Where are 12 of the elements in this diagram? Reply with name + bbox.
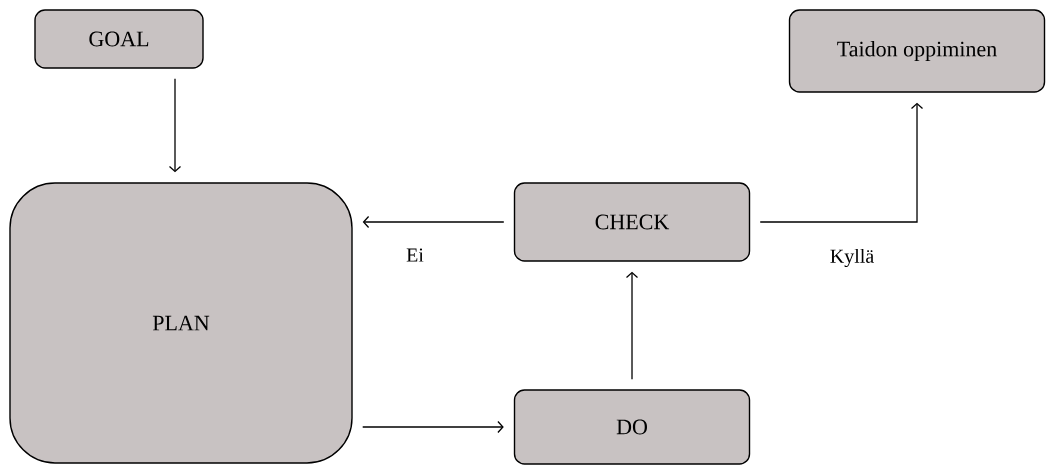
- process-box: GOAL: [34, 9, 204, 69]
- arrow: [362, 215, 505, 229]
- process-box: PLAN: [9, 182, 353, 464]
- arrow: [168, 78, 182, 173]
- process-box: DO: [513, 389, 751, 465]
- arrow: [759, 102, 924, 223]
- arrow: [362, 420, 504, 434]
- edge-label: Ei: [404, 246, 426, 264]
- process-box: Taidon oppiminen: [788, 9, 1046, 93]
- arrow: [625, 271, 639, 380]
- edge-label: Kyllä: [827, 246, 877, 270]
- process-box: CHECK: [513, 182, 751, 262]
